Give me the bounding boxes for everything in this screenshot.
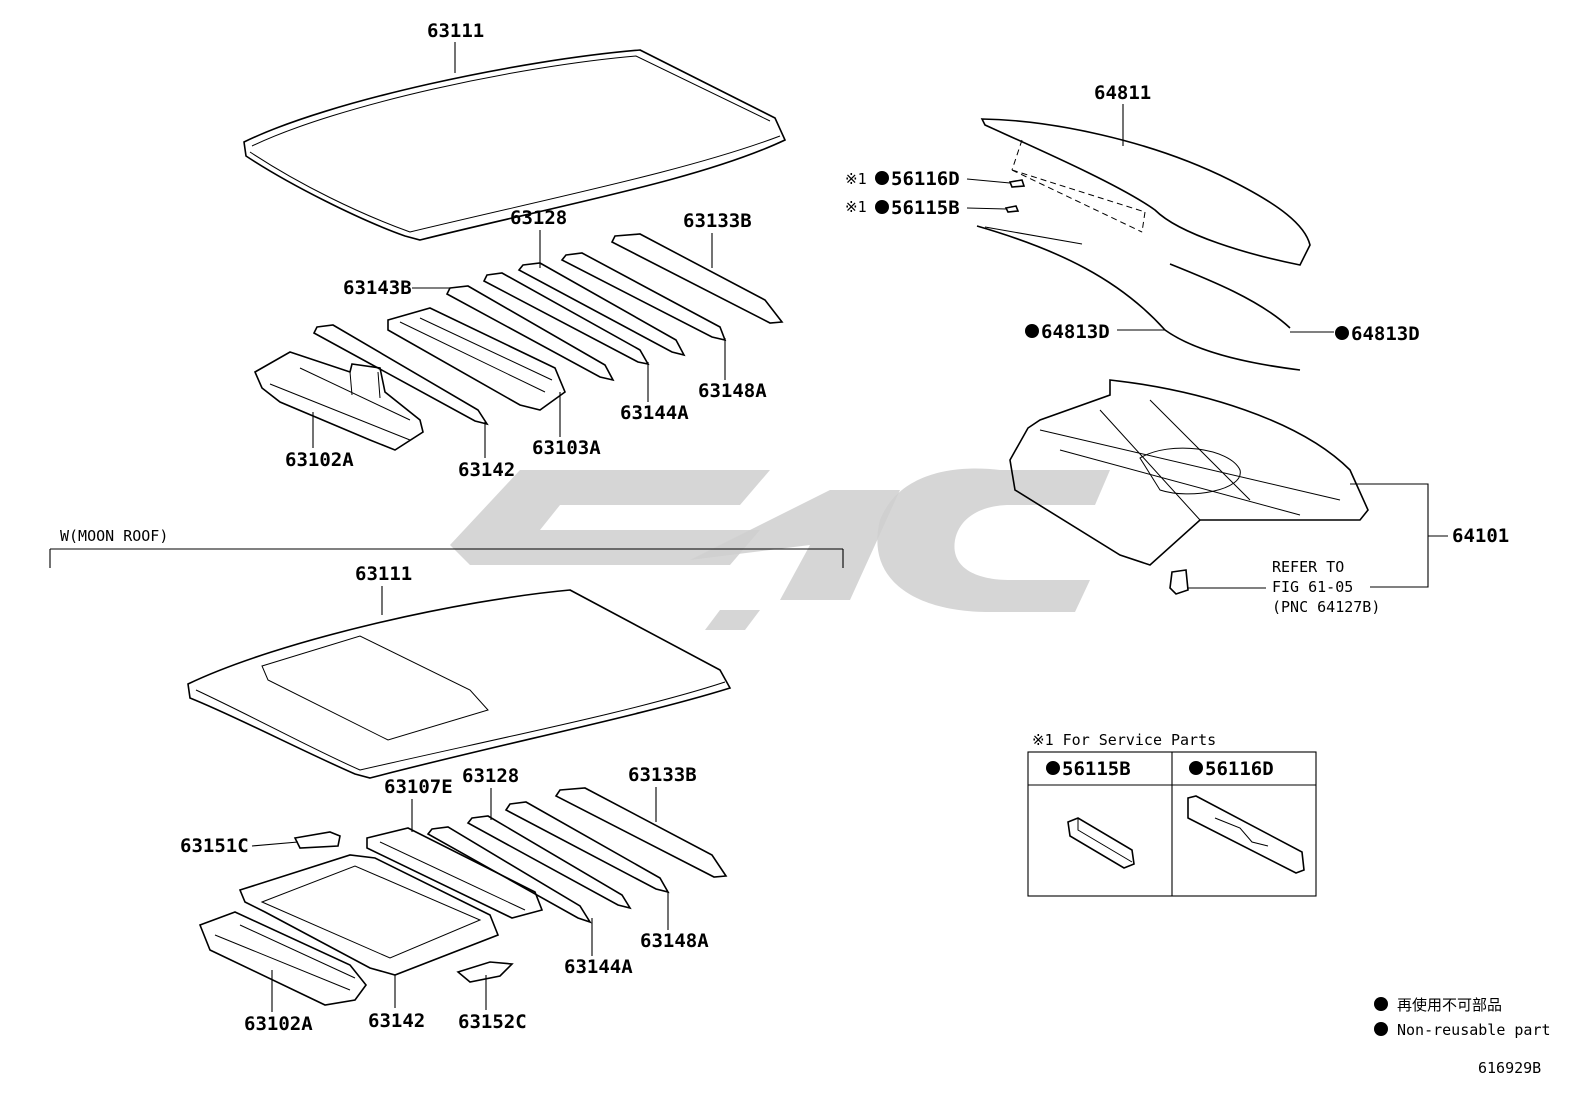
label-63152C: 63152C: [458, 1011, 527, 1033]
roof-bow-63128-moonroof: [426, 826, 592, 924]
roof-bow-63133B: [610, 233, 784, 324]
sunroof-frame-63142: [238, 854, 500, 976]
rear-labels: 64811 ※1 56116D ※1 56115B 64813D 64813D …: [845, 82, 1509, 616]
small-clip-64127B: [1169, 569, 1189, 595]
non-reusable-dot-icon: [1374, 997, 1388, 1011]
rear-panel-64101: [1009, 379, 1369, 566]
clip-56115B: [1004, 205, 1020, 213]
roof-bow-63142: [312, 324, 489, 426]
label-63144A-upper: 63144A: [620, 402, 689, 424]
legend: 再使用不可部品 Non-reusable part: [1374, 996, 1551, 1039]
bracket-63151C: [293, 831, 341, 849]
sunroof-opening: [261, 635, 489, 741]
service-mark-1: ※1: [845, 170, 867, 188]
front-rail-63102A-moonroof: [198, 911, 368, 1006]
refer-note-line2: FIG 61-05: [1272, 578, 1353, 596]
moon-roof-title: W(MOON ROOF): [60, 527, 168, 545]
front-header-63107E: [366, 827, 544, 919]
moon-roof-group: [187, 589, 732, 1006]
service-box-title: ※1 For Service Parts: [1032, 731, 1216, 749]
label-63148A-moonroof: 63148A: [640, 930, 709, 952]
label-56116D: 56116D: [891, 168, 960, 190]
rear-window-glass-64811: [980, 118, 1311, 266]
label-63128-moonroof: 63128: [462, 765, 519, 787]
roof-bow-63144A-moonroof: [466, 815, 632, 910]
service-parts-box: ※1 For Service Parts 56115B 56116D: [1027, 731, 1317, 897]
service-col-56116D: 56116D: [1205, 758, 1274, 780]
label-63103A: 63103A: [532, 437, 601, 459]
label-63107E: 63107E: [384, 776, 453, 798]
roof-bow-63148A-moonroof: [504, 801, 670, 894]
service-col-56115B: 56115B: [1062, 758, 1131, 780]
roof-bow-63143B: [445, 285, 615, 382]
label-63151C: 63151C: [180, 835, 249, 857]
rear-group: [976, 118, 1369, 595]
label-63133B-moonroof: 63133B: [628, 764, 697, 786]
moon-roof-bracket: W(MOON ROOF): [49, 527, 844, 568]
label-63128-upper: 63128: [510, 207, 567, 229]
roof-bow-63144A: [517, 262, 686, 357]
label-63111-moonroof: 63111: [355, 563, 412, 585]
label-63144A-moonroof: 63144A: [564, 956, 633, 978]
label-63102A-upper: 63102A: [285, 449, 354, 471]
label-63148A-upper: 63148A: [698, 380, 767, 402]
clip-56116D: [1008, 179, 1026, 188]
roof-panel-63111: [243, 49, 787, 241]
refer-note-line1: REFER TO: [1272, 558, 1344, 576]
roof-panel-63111-moonroof: [187, 589, 732, 779]
label-56115B: 56115B: [891, 197, 960, 219]
label-63133B-upper: 63133B: [683, 210, 752, 232]
label-63142-upper: 63142: [458, 459, 515, 481]
roof-bow-63128: [482, 272, 650, 366]
label-64811: 64811: [1094, 82, 1151, 104]
label-63102A-moonroof: 63102A: [244, 1013, 313, 1035]
service-mark-2: ※1: [845, 198, 867, 216]
refer-note-line3: (PNC 64127B): [1272, 598, 1380, 616]
molding-64813D-right: [1169, 263, 1291, 329]
legend-jp: 再使用不可部品: [1397, 996, 1502, 1014]
watermark-logo: [450, 468, 1110, 630]
roof-bow-63133B-moonroof: [554, 787, 728, 878]
molding-64813D-left: [976, 225, 1301, 371]
figure-id: 616929B: [1478, 1059, 1541, 1077]
part-image-56116D: [1187, 795, 1305, 874]
legend-en: Non-reusable part: [1397, 1021, 1551, 1039]
upper-labels: 63111 63128 63133B 63143B 63148A 63144A …: [285, 20, 767, 481]
label-63142-moonroof: 63142: [368, 1010, 425, 1032]
label-64813D-right: 64813D: [1351, 323, 1420, 345]
label-63143B: 63143B: [343, 277, 412, 299]
moon-roof-labels: 63111 63107E 63128 63133B 63151C 63148A …: [180, 563, 709, 1035]
bracket-63152C: [456, 961, 514, 983]
label-63111-upper: 63111: [427, 20, 484, 42]
front-header-63103A: [387, 307, 566, 411]
label-64101: 64101: [1452, 525, 1509, 547]
label-64813D-left: 64813D: [1041, 321, 1110, 343]
